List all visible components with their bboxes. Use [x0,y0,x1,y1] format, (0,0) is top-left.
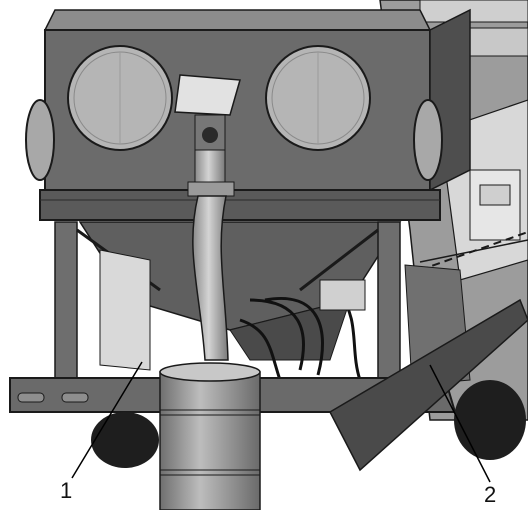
feed-pipe [187,149,235,361]
collection-drum [159,362,261,510]
callout-2: 2 [484,482,497,507]
glovebox-hood [25,8,471,221]
left-wheel [91,412,159,468]
leader-line-2 [429,364,491,483]
control-box [319,279,366,311]
leader-line-1 [71,361,143,479]
inspection-camera [174,74,241,151]
right-wheel [454,380,526,460]
callout-1: 1 [60,478,73,503]
hoses [239,294,362,381]
